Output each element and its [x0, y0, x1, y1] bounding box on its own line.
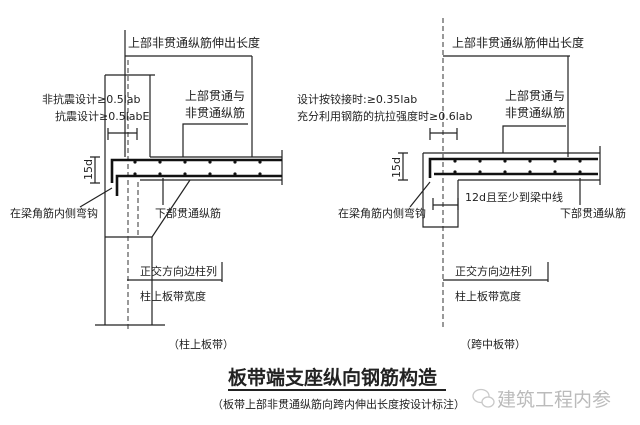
left-width-label-1: 正交方向边柱列	[140, 264, 217, 278]
left-column-strip-detail: 上部非贯通纵筋伸出长度 非抗震设计≥0.5lab 抗震设计≥0.5labE 上部…	[10, 30, 283, 351]
drawing-subtitle: （板带上部非贯通纵筋向跨内伸出长度按设计标注）	[212, 397, 465, 411]
right-anchor-hinged: 设计按铰接时:≥0.35lab	[297, 92, 417, 106]
right-bottom-anchor-label: 12d且至少到梁中线	[465, 190, 563, 204]
right-width-label-1: 正交方向边柱列	[455, 264, 532, 278]
right-anchor-full: 充分利用钢筋的抗拉强度时≥0.6lab	[297, 109, 473, 123]
left-top-bars-line2: 非贯通纵筋	[185, 105, 245, 120]
right-top-bars-line2: 非贯通纵筋	[505, 105, 565, 120]
right-bottom-bars-label: 下部贯通纵筋	[560, 206, 626, 220]
right-caption: （跨中板带）	[460, 337, 526, 351]
left-top-bars-line1: 上部贯通与	[185, 88, 245, 103]
left-width-label-2: 柱上板带宽度	[140, 289, 206, 303]
left-bottom-bars-label: 下部贯通纵筋	[155, 206, 221, 220]
right-hook-label: 在梁角筋内侧弯钩	[338, 206, 426, 220]
drawing-title: 板带端支座纵向钢筋构造	[228, 366, 438, 389]
left-anchor-non-seismic: 非抗震设计≥0.5lab	[42, 92, 141, 106]
right-top-bars-line1: 上部贯通与	[505, 88, 565, 103]
right-15d-label: 15d	[390, 157, 403, 178]
right-top-dimension-label: 上部非贯通纵筋伸出长度	[452, 35, 584, 50]
left-anchor-seismic: 抗震设计≥0.5labE	[55, 109, 149, 123]
left-hook-label: 在梁角筋内侧弯钩	[10, 206, 98, 220]
right-width-label-2: 柱上板带宽度	[455, 289, 521, 303]
left-15d-label: 15d	[82, 159, 95, 180]
right-middle-strip-detail: 上部非贯通纵筋伸出长度 设计按铰接时:≥0.35lab 充分利用钢筋的抗拉强度时…	[297, 18, 626, 351]
watermark: 建筑工程内参	[497, 389, 611, 411]
left-top-dimension-label: 上部非贯通纵筋伸出长度	[128, 35, 260, 50]
left-caption: （柱上板带）	[168, 337, 234, 351]
wechat-icon	[472, 388, 495, 408]
